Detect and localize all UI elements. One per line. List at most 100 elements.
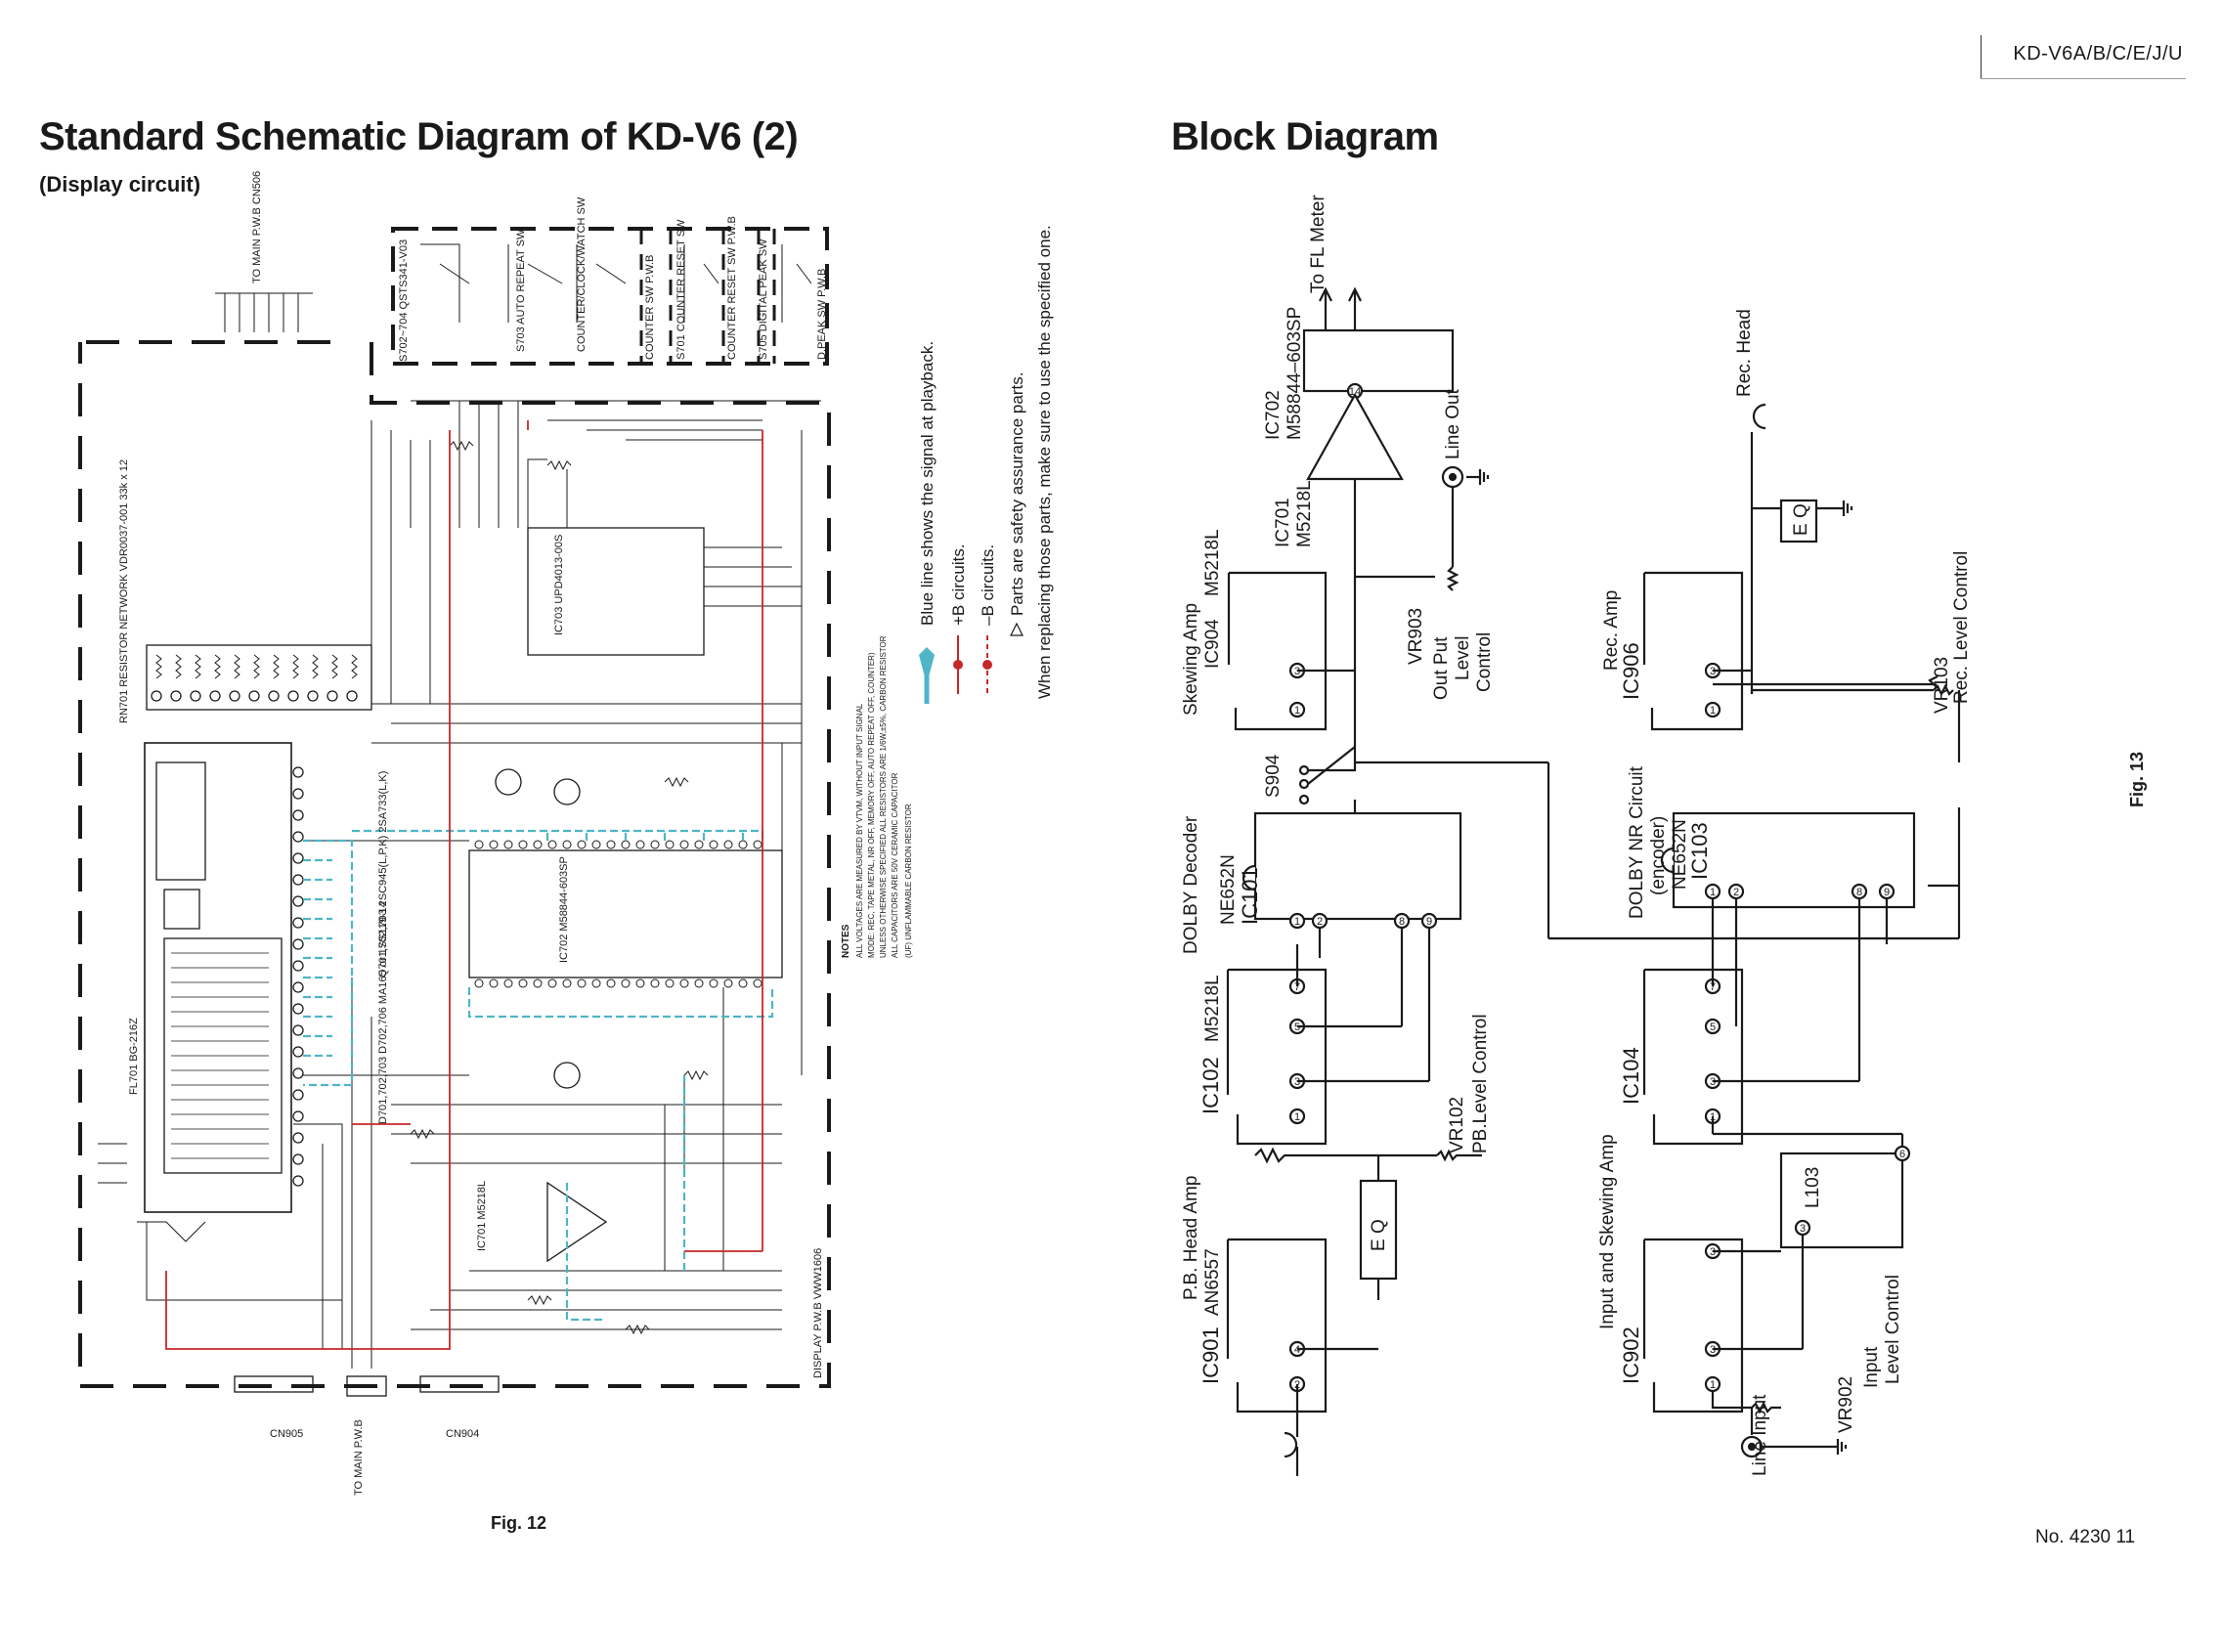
label-ic703: IC703 UPD4013-00S bbox=[553, 535, 565, 635]
svg-text:3: 3 bbox=[1294, 666, 1300, 677]
note-2: MODE: REC, TAPE METAL, NR OFF, MEMORY OF… bbox=[867, 652, 876, 958]
label-cn905: CN905 bbox=[270, 1428, 303, 1440]
svg-text:1: 1 bbox=[1710, 887, 1716, 898]
notes-title: NOTES bbox=[841, 924, 851, 958]
label-s705: S705 DIGITAL PEAK SW bbox=[758, 239, 769, 360]
fig13-caption: Fig. 13 bbox=[2127, 751, 2147, 807]
note-5: (UF) UNFLAMMABLE CARBON RESISTOR bbox=[904, 804, 913, 958]
ic701-name: IC701 bbox=[1273, 498, 1293, 547]
ic902-block bbox=[1644, 1238, 1744, 1413]
ic702-block bbox=[1302, 328, 1455, 393]
ic102-part: M5218L bbox=[1202, 975, 1223, 1042]
svg-text:3: 3 bbox=[1710, 1246, 1716, 1258]
svg-text:3: 3 bbox=[1710, 666, 1716, 677]
ic702-part: M58844–603SP bbox=[1285, 307, 1305, 440]
legend-minus-b: –B circuits. bbox=[979, 544, 997, 626]
input-skewing-amp-label: Input and Skewing Amp bbox=[1597, 1134, 1618, 1329]
svg-text:1: 1 bbox=[1294, 1111, 1300, 1123]
svg-text:9: 9 bbox=[1426, 916, 1432, 928]
out-put-label: Out Put bbox=[1431, 636, 1452, 700]
label-reset-pwb: COUNTER RESET SW P.W.B bbox=[726, 216, 738, 360]
control-label: Control bbox=[1474, 632, 1495, 692]
svg-text:1: 1 bbox=[1710, 1379, 1716, 1391]
svg-text:5: 5 bbox=[1710, 1022, 1716, 1033]
l103-block bbox=[1779, 1152, 1904, 1249]
ic701-opamp bbox=[1306, 392, 1404, 481]
legend-safety-2: When replacing those parts, make sure to… bbox=[1035, 225, 1054, 699]
ic102-name: IC102 bbox=[1198, 1057, 1223, 1114]
line-input-label: Line Input bbox=[1750, 1394, 1770, 1476]
model-number: KD-V6A/B/C/E/J/U bbox=[2013, 43, 2183, 65]
fig12-caption: Fig. 12 bbox=[491, 1513, 547, 1533]
label-ic701: IC701 M5218L bbox=[476, 1181, 488, 1251]
svg-text:1: 1 bbox=[1294, 705, 1300, 717]
skewing-amp-label: Skewing Amp bbox=[1181, 603, 1201, 716]
ne652n-label: NE652N bbox=[1218, 854, 1239, 925]
vr902-label: VR902 bbox=[1836, 1376, 1856, 1433]
ic906-label: IC906 bbox=[1619, 642, 1643, 700]
svg-text:3: 3 bbox=[1800, 1223, 1806, 1235]
ic702-name: IC702 bbox=[1263, 390, 1284, 440]
eq-label-pb: E Q bbox=[1369, 1219, 1389, 1251]
dolby-nr-label: DOLBY NR Circuit bbox=[1627, 765, 1647, 919]
eq-label-rec: E Q bbox=[1791, 503, 1811, 536]
ic104-label: IC104 bbox=[1619, 1047, 1643, 1105]
block-diagram-title: Block Diagram bbox=[1171, 115, 1439, 158]
svg-text:4: 4 bbox=[1294, 1344, 1300, 1356]
label-diodes: D701,702,703 D702,706 MA165 or 1SS119-14 bbox=[377, 901, 389, 1124]
ic101-block bbox=[1253, 811, 1462, 921]
legend-safety-1: Parts are safety assurance parts. bbox=[1008, 372, 1026, 616]
label-to-main-top: TO MAIN P.W.B CN506 bbox=[251, 171, 263, 283]
rec-head-icon bbox=[1752, 403, 1766, 430]
ic906-block bbox=[1644, 571, 1744, 731]
label-cn904: CN904 bbox=[446, 1428, 479, 1440]
header-rule bbox=[1981, 35, 1982, 78]
dolby-decoder-label: DOLBY Decoder bbox=[1181, 815, 1201, 954]
svg-text:1: 1 bbox=[1710, 705, 1716, 717]
schematic-title: Standard Schematic Diagram of KD-V6 (2) bbox=[39, 115, 799, 158]
ic104-block bbox=[1644, 968, 1744, 1146]
line-out: Line Out bbox=[1443, 388, 1463, 459]
legend-blue: Blue line shows the signal at playback. bbox=[918, 341, 937, 626]
ic904-name: IC904 bbox=[1202, 619, 1223, 669]
header-underline bbox=[1981, 78, 2186, 79]
level-label: Level bbox=[1453, 636, 1473, 680]
label-ic702: IC702 M58844-603SP bbox=[558, 856, 570, 963]
ic904-block bbox=[1229, 571, 1328, 731]
svg-text:5: 5 bbox=[1294, 1022, 1300, 1033]
svg-text:1: 1 bbox=[1294, 916, 1300, 928]
l103-label: L103 bbox=[1803, 1167, 1823, 1208]
label-display-pwb: DISPLAY P.W.B VWW1606 bbox=[812, 1248, 824, 1378]
level-control-label: Level Control bbox=[1883, 1275, 1903, 1384]
svg-text:8: 8 bbox=[1399, 916, 1405, 928]
input-label: Input bbox=[1861, 1346, 1882, 1388]
svg-text:7: 7 bbox=[1294, 981, 1300, 993]
svg-text:14: 14 bbox=[1349, 386, 1361, 398]
note-1: ALL VOLTAGES ARE MEASURED BY VTVM, WITHO… bbox=[855, 703, 864, 958]
ic904-part: M5218L bbox=[1202, 529, 1223, 596]
rec-head-label: Rec. Head bbox=[1734, 309, 1755, 397]
display-circuit-schematic: TO MAIN P.W.B CN506 RN701 RESISTOR NETWO… bbox=[78, 171, 913, 1496]
ne652n-b-label: NE652N bbox=[1670, 819, 1690, 890]
ic701-part: M5218L bbox=[1294, 480, 1315, 547]
plus-b-dot bbox=[953, 660, 963, 670]
ic901-part: AN6557 bbox=[1202, 1248, 1223, 1316]
rec-level-control: Rec. Level Control bbox=[1951, 551, 1972, 704]
pb-head-amp-label: P.B. Head Amp bbox=[1181, 1176, 1201, 1300]
label-s701: S701 COUNTER RESET SW bbox=[675, 219, 687, 360]
ic103-label: IC103 bbox=[1687, 822, 1712, 880]
ic902-label: IC902 bbox=[1619, 1326, 1643, 1384]
vr103-label: VR103 bbox=[1932, 657, 1952, 714]
legend-plus-b: +B circuits. bbox=[949, 543, 968, 626]
svg-text:1: 1 bbox=[1710, 1111, 1716, 1123]
schematic-subtitle: (Display circuit) bbox=[39, 172, 201, 196]
svg-text:2: 2 bbox=[1317, 916, 1323, 928]
rec-amp-label: Rec. Amp bbox=[1601, 590, 1622, 671]
ic101-label: IC101 bbox=[1238, 867, 1262, 925]
svg-text:9: 9 bbox=[1884, 887, 1890, 898]
label-s703: S703 AUTO REPEAT SW bbox=[515, 229, 527, 352]
label-counter-pwb: COUNTER SW P.W.B bbox=[644, 255, 656, 360]
ic102-block bbox=[1228, 968, 1328, 1146]
note-3: UNLESS OTHERWISE SPECIFIED ALL RESISTORS… bbox=[879, 635, 888, 958]
ic901-block bbox=[1228, 1238, 1328, 1413]
